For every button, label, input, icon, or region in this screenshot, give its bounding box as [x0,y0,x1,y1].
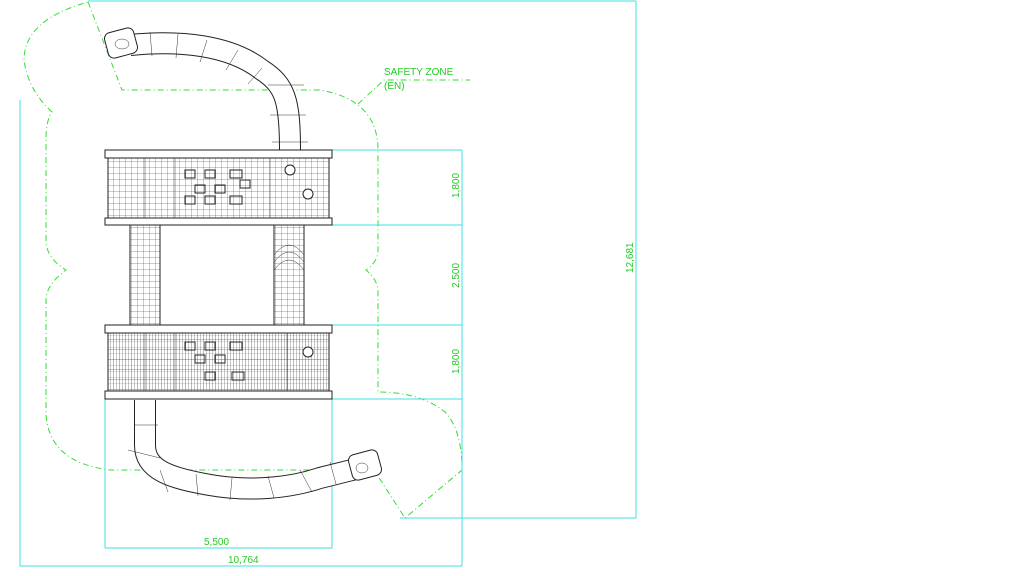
dim-total-width: 10,764 [228,555,259,566]
slide-exit [103,27,139,59]
dim-total-height: 12,681 [625,242,636,273]
upper-deck [104,149,333,226]
safety-zone-standard: (EN) [384,81,405,92]
lower-deck [104,324,333,400]
porthole-icon [284,164,296,176]
bottom-tube-slide [127,400,383,501]
porthole-icon [302,188,314,200]
support-post-left [129,224,161,326]
slide-exit [347,449,383,481]
safety-zone-leader [357,79,470,105]
dim-structure-width: 5,500 [204,537,229,548]
support-post-right [273,224,305,326]
top-tube-slide [103,27,308,151]
dim-upper-deck: 1,800 [451,173,462,198]
porthole-icon [302,346,314,358]
safety-zone-label: SAFETY ZONE [384,67,454,78]
dim-post-height: 2,500 [451,263,462,288]
climbing-tube-rungs [273,244,305,271]
safety-zone-outline [23,1,463,519]
dim-lower-deck: 1,800 [451,349,462,374]
